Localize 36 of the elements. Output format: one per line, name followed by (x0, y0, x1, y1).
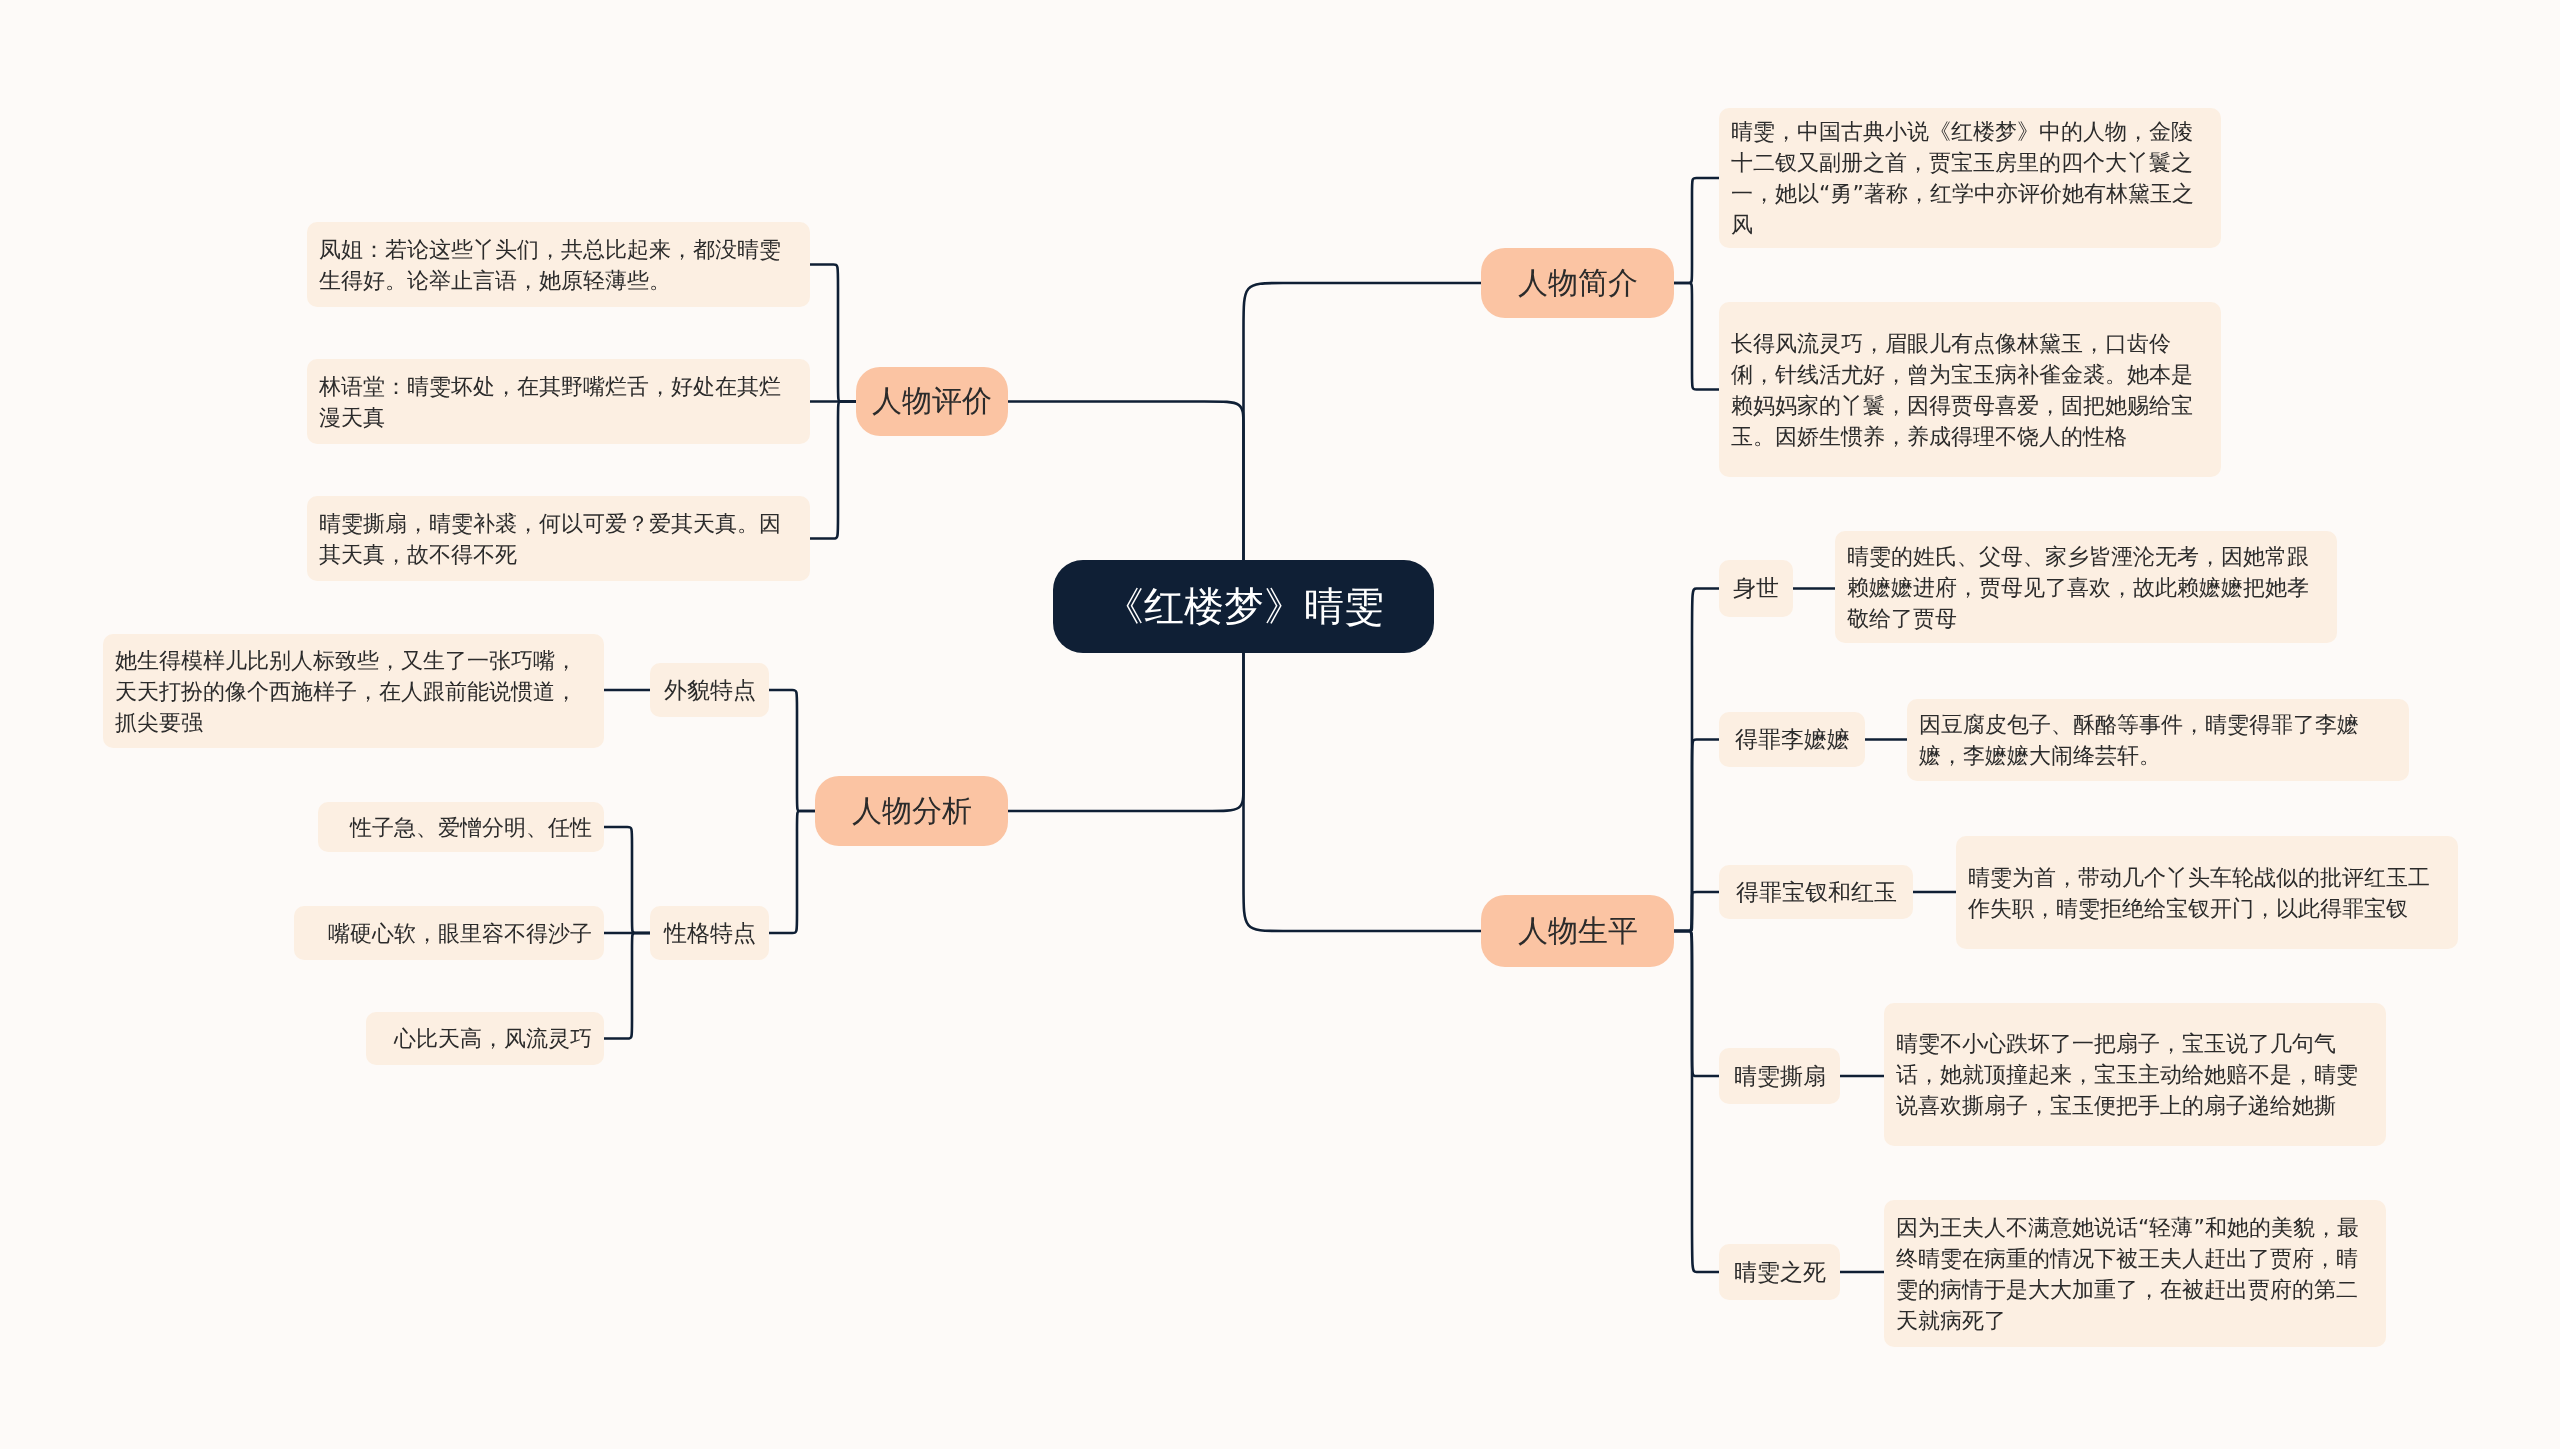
main-topic: 人物评价 (856, 367, 1008, 436)
note-card: 因为王夫人不满意她说话“轻薄”和她的美貌，最终晴雯在病重的情况下被王夫人赶出了贾府，晴雯的病情于是大大加重了，在被赶出贾府的第二天就病死了 (1884, 1200, 2386, 1347)
connector-line (1674, 929, 1719, 1274)
connector-line (1793, 587, 1835, 590)
connector-line (1674, 281, 1719, 391)
connector-line (1913, 890, 1956, 894)
subtopic-label: 晴雯撕扇 (1719, 1048, 1840, 1104)
connector-line (1840, 1270, 1884, 1274)
note-card: 晴雯撕扇，晴雯补裘，何以可爱？爱其天真。因其天真，故不得不死 (307, 496, 810, 581)
note-card: 她生得模样儿比别人标致些，又生了一张巧嘴，天天打扮的像个西施样子，在人跟前能说惯道，抓尖要强 (103, 634, 604, 748)
note-card: 因豆腐皮包子、酥酪等事件，晴雯得罪了李嬷嬷，李嬷嬷大闹绛芸轩。 (1907, 699, 2409, 781)
connector-line (1008, 653, 1245, 813)
subtopic-label: 身世 (1719, 560, 1793, 617)
note-card: 凤姐：若论这些丫头们，共总比起来，都没晴雯生得好。论举止言语，她原轻薄些。 (307, 222, 810, 307)
note-card: 晴雯不小心跌坏了一把扇子，宝玉说了几句气话，她就顶撞起来，宝玉主动给她赔不是，晴雯说喜欢撕扇子，宝玉便把手上的扇子递给她撕 (1884, 1003, 2386, 1146)
note-card: 林语堂：晴雯坏处，在其野嘴烂舌，好处在其烂漫天真 (307, 359, 810, 444)
connector-line (1008, 400, 1245, 560)
subtopic-label: 得罪李嬷嬷 (1719, 712, 1865, 767)
note-card: 嘴硬心软，眼里容不得沙子 (294, 906, 604, 960)
note-card: 晴雯的姓氏、父母、家乡皆湮沦无考，因她常跟赖嬷嬷进府，贾母见了喜欢，故此赖嬷嬷把她孝敬给了贾母 (1835, 531, 2337, 643)
note-card: 性子急、爱憎分明、任性 (318, 802, 604, 852)
main-topic: 人物分析 (815, 776, 1008, 846)
connector-line (604, 688, 650, 692)
note-card: 晴雯为首，带动几个丫头车轮战似的批评红玉工作失职，晴雯拒绝给宝钗开门，以此得罪宝钗 (1956, 836, 2458, 949)
subtopic-label: 性格特点 (650, 906, 769, 960)
connector-line (1865, 738, 1907, 741)
note-card: 晴雯，中国古典小说《红楼梦》中的人物，金陵十二钗又副册之首，贾宝玉房里的四个大丫鬟之一，她以“勇”著称，红学中亦评价她有林黛玉之风 (1719, 108, 2221, 248)
central-topic: 《红楼梦》晴雯 (1053, 560, 1434, 653)
subtopic-label: 得罪宝钗和红玉 (1719, 865, 1913, 919)
note-card: 长得风流灵巧，眉眼儿有点像林黛玉，口齿伶俐，针线活尤好，曾为宝玉病补雀金裘。她本是赖妈妈家的丫鬟，因得贾母喜爱，固把她赐给宝玉。因娇生惯养，养成得理不饶人的性格 (1719, 302, 2221, 477)
subtopic-label: 外貌特点 (650, 663, 769, 717)
main-topic: 人物生平 (1481, 895, 1674, 967)
main-topic: 人物简介 (1481, 248, 1674, 318)
subtopic-label: 晴雯之死 (1719, 1244, 1840, 1300)
connector-line (1840, 1074, 1884, 1078)
note-card: 心比天高，风流灵巧 (366, 1012, 604, 1065)
